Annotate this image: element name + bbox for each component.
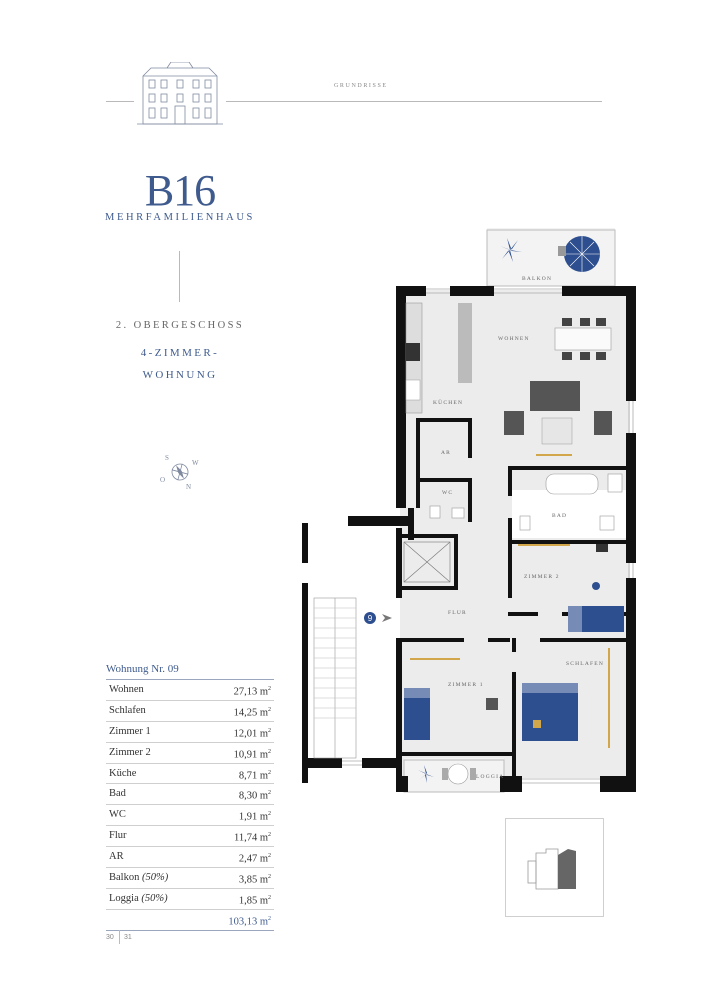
area-total-row: 103,13 m2 xyxy=(106,910,274,931)
area-row-label: Schlafen xyxy=(109,704,146,716)
room-label-balkon: BALKON xyxy=(522,276,552,282)
room-label-zimmer1: ZIMMER 1 xyxy=(448,682,484,688)
building-icon xyxy=(137,62,223,125)
room-label-zimmer2: ZIMMER 2 xyxy=(524,574,560,580)
area-row-label: Küche xyxy=(109,767,137,779)
room-label-kuechen: KÜCHEN xyxy=(433,399,463,406)
area-row-value: 3,85 m2 xyxy=(238,874,271,886)
building-type: MEHRFAMILIENHAUS xyxy=(105,212,255,223)
locator-map xyxy=(527,848,576,890)
compass-icon: S W O N xyxy=(160,454,199,491)
area-row-value: 14,25 m2 xyxy=(233,706,271,719)
room-label-bad: BAD xyxy=(552,513,567,519)
compass-s: S xyxy=(165,454,169,462)
entrance-number: 9 xyxy=(368,614,373,623)
apartment-type-line1: 4-ZIMMER- xyxy=(140,347,220,359)
area-row-label: Flur xyxy=(109,830,127,842)
room-label-ar: AR xyxy=(441,450,451,456)
area-row: Bad 8,30 m2 xyxy=(106,784,274,806)
area-row-value: 12,01 m2 xyxy=(233,727,271,740)
header-rule-right xyxy=(226,101,602,102)
area-row-value: 8,71 m2 xyxy=(238,769,271,782)
area-row-value: 1,91 m2 xyxy=(238,811,271,823)
page-number-divider xyxy=(119,930,120,944)
area-row: WC 1,91 m2 xyxy=(106,805,274,827)
area-row: Zimmer 2 10,91 m2 xyxy=(106,743,274,764)
area-row: Balkon (50%) 3,85 m2 xyxy=(106,868,274,889)
room-label-loggia: LOGGIA xyxy=(476,774,504,780)
area-row-label: Zimmer 2 xyxy=(109,746,151,758)
area-row: Zimmer 1 12,01 m2 xyxy=(106,722,274,743)
title-divider xyxy=(179,251,180,302)
area-row: Schlafen 14,25 m2 xyxy=(106,701,274,722)
compass-w: W xyxy=(192,459,199,467)
area-row: AR 2,47 m2 xyxy=(106,847,274,869)
area-row: Loggia (50%) 1,85 m2 xyxy=(106,889,274,910)
building-locator xyxy=(505,818,604,917)
area-row-value: 11,74 m2 xyxy=(233,832,271,844)
area-row: Küche 8,71 m2 xyxy=(106,764,274,785)
area-row-label: WC xyxy=(109,809,126,821)
area-row-label: Zimmer 1 xyxy=(109,725,151,737)
area-row-label: Wohnen xyxy=(109,684,144,695)
area-row-value: 27,13 m2 xyxy=(233,686,271,698)
area-table-title: Wohnung Nr. 09 xyxy=(106,663,274,680)
section-label: GRUNDRISSE xyxy=(334,83,388,89)
apartment-type-line2: WOHNUNG xyxy=(142,369,218,381)
area-row-note: (50%) xyxy=(141,872,169,884)
room-label-wohnen: WOHNEN xyxy=(498,336,530,342)
area-row-label: AR xyxy=(109,851,124,863)
area-row-note: (50%) xyxy=(141,892,168,904)
area-row-label: Bad xyxy=(109,788,126,800)
room-label-flur: FLUR xyxy=(448,610,467,616)
area-row-value: 2,47 m2 xyxy=(238,853,271,865)
compass-n: N xyxy=(186,483,191,491)
page-number-left: 30 xyxy=(106,934,114,941)
compass-o: O xyxy=(160,476,165,484)
entrance-arrow-icon xyxy=(382,614,392,622)
area-table: Wohnung Nr. 09 Wohnen 27,13 m2 Schlafen 14,… xyxy=(106,663,274,931)
page-number-right: 31 xyxy=(124,934,132,941)
building-code: B16 xyxy=(144,166,216,215)
room-label-wc: WC xyxy=(442,490,453,496)
area-row-label: Balkon (50%) xyxy=(109,872,169,884)
floor-label: 2. OBERGESCHOSS xyxy=(115,320,245,331)
area-row-value: 10,91 m2 xyxy=(233,748,271,761)
area-total-value: 103,13 m2 xyxy=(228,915,271,928)
area-row-label: Loggia (50%) xyxy=(109,892,168,904)
apartment-type: 4-ZIMMER- WOHNUNG xyxy=(110,342,250,386)
area-row-value: 1,85 m2 xyxy=(238,894,271,907)
area-row-value: 8,30 m2 xyxy=(238,790,271,802)
floor-plan: 9 BALKON WOHNEN KÜCHEN AR WC BAD ZIMMER … xyxy=(302,228,636,793)
header-rule-left xyxy=(106,101,134,102)
area-row: Flur 11,74 m2 xyxy=(106,826,274,848)
area-row: Wohnen 27,13 m2 xyxy=(106,680,274,701)
room-label-schlafen: SCHLAFEN xyxy=(566,661,604,667)
